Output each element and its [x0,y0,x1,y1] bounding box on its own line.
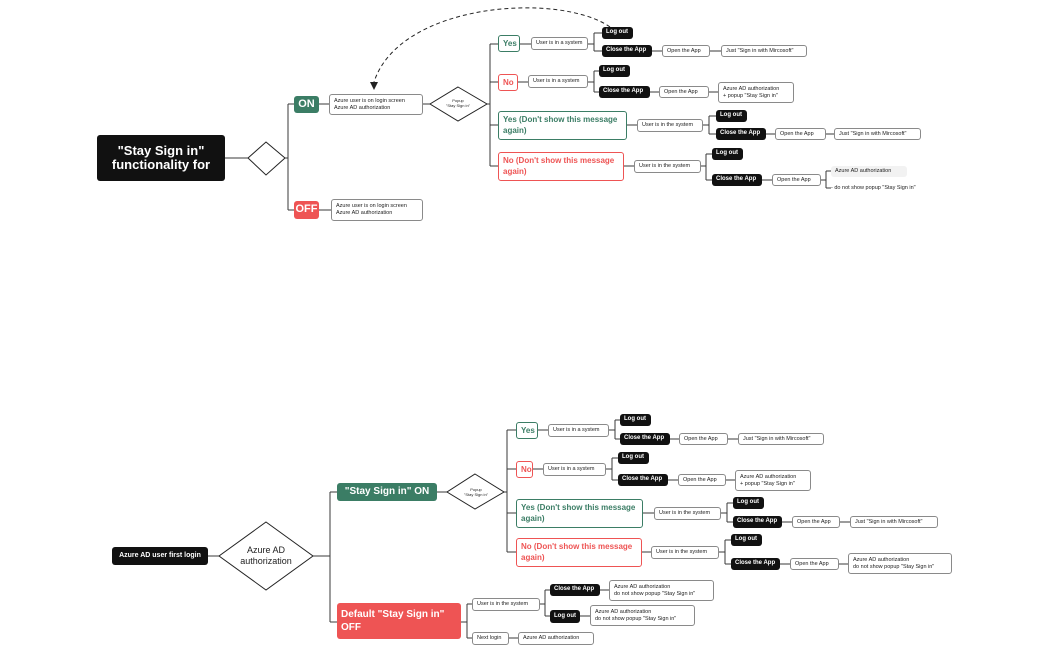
log-out-button[interactable]: Log out [618,452,649,464]
decision-diamond [247,141,286,176]
log-out-button[interactable]: Log out [712,148,743,160]
yes-node: Yes [516,422,538,439]
popup-diamond-bottom-label: Popup "Stay Sign in" [463,487,489,497]
yes-node: Yes [498,35,520,52]
log-out-button[interactable]: Log out [602,27,633,39]
close-app-button[interactable]: Close the App [618,474,668,486]
no-node: No [498,74,518,91]
log-out-button[interactable]: Log out [550,610,580,623]
user-in-the-system-box: User is in the system [472,598,540,611]
yes-dont-show-node: Yes (Don't show this message again) [498,111,627,140]
default-off-node: Default "Stay Sign in" OFF [337,603,461,639]
azure-popup-box: Azure AD authorization + popup "Stay Sig… [718,82,794,103]
open-app-box: Open the App [679,433,728,445]
no-dont-show-node: No (Don't show this message again) [516,538,642,567]
azure-popup-box: Azure AD authorization + popup "Stay Sig… [735,470,811,491]
off-login-box: Azure user is on login screen Azure AD a… [331,199,423,221]
top-root-node: "Stay Sign in" functionality for [97,135,225,181]
close-app-button[interactable]: Close the App [731,558,780,570]
no-popup-note: - do not show popup "Stay Sign in" [831,185,916,192]
open-app-box: Open the App [790,558,839,570]
just-sign-in-box: Just "Sign in with Mircosoft" [738,433,824,445]
user-in-the-system-box: User is in the system [634,160,701,173]
on-login-box: Azure user is on login screen Azure AD a… [329,94,423,115]
azure-no-popup-box: Azure AD authorization do not show popup… [590,605,695,626]
just-sign-in-box: Just "Sign in with Mircosoft" [721,45,807,57]
open-app-box: Open the App [775,128,826,140]
on-node: ON [294,96,319,113]
popup-diamond-bottom [446,473,505,510]
user-in-the-system-box: User is in the system [651,546,719,559]
log-out-button[interactable]: Log out [599,65,630,77]
arrowhead-icon [370,82,378,90]
azure-auth-box: Azure AD authorization [518,632,594,645]
open-app-box: Open the App [792,516,840,528]
no-node: No [516,461,533,478]
user-in-the-system-box: User is in the system [654,507,721,520]
azure-no-popup-box: Azure AD authorization do not show popup… [609,580,714,601]
close-app-button[interactable]: Close the App [599,86,650,98]
user-in-system-box: User is in a system [548,424,609,437]
stay-sign-in-on-node: "Stay Sign in" ON [337,483,437,501]
off-node: OFF [294,201,319,219]
log-out-button[interactable]: Log out [620,414,651,426]
next-login-box: Next login [472,632,509,645]
open-app-box: Open the App [772,174,821,186]
close-app-button[interactable]: Close the App [620,433,670,445]
just-sign-in-box: Just "Sign in with Mircosoft" [850,516,938,528]
popup-diamond-label: Popup "Stay Sign in" [445,98,471,108]
close-app-button[interactable]: Close the App [602,45,652,57]
close-app-button[interactable]: Close the App [716,128,766,140]
log-out-button[interactable]: Log out [731,534,762,546]
user-in-system-box: User is in a system [531,37,588,50]
log-out-button[interactable]: Log out [733,497,764,509]
close-app-button[interactable]: Close the App [550,584,600,596]
user-in-system-box: User is in a system [543,463,606,476]
close-app-button[interactable]: Close the App [733,516,782,528]
dashed-return-arrow [373,7,611,83]
bottom-root-node: Azure AD user first login [112,547,208,565]
user-in-system-box: User is in a system [528,75,588,88]
open-app-box: Open the App [659,86,709,98]
open-app-box: Open the App [678,474,726,486]
open-app-box: Open the App [662,45,710,57]
azure-auth-note: Azure AD authorization [831,166,907,177]
user-in-the-system-box: User is in the system [637,119,703,132]
log-out-button[interactable]: Log out [716,110,747,122]
azure-auth-diamond-label: Azure AD authorization [240,544,292,566]
popup-diamond [429,86,488,122]
no-dont-show-node: No (Don't show this message again) [498,152,624,181]
azure-no-popup-box: Azure AD authorization do not show popup… [848,553,952,574]
just-sign-in-box: Just "Sign in with Mircosoft" [834,128,921,140]
azure-auth-diamond [218,521,314,591]
yes-dont-show-node: Yes (Don't show this message again) [516,499,643,528]
close-app-button[interactable]: Close the App [712,174,762,186]
